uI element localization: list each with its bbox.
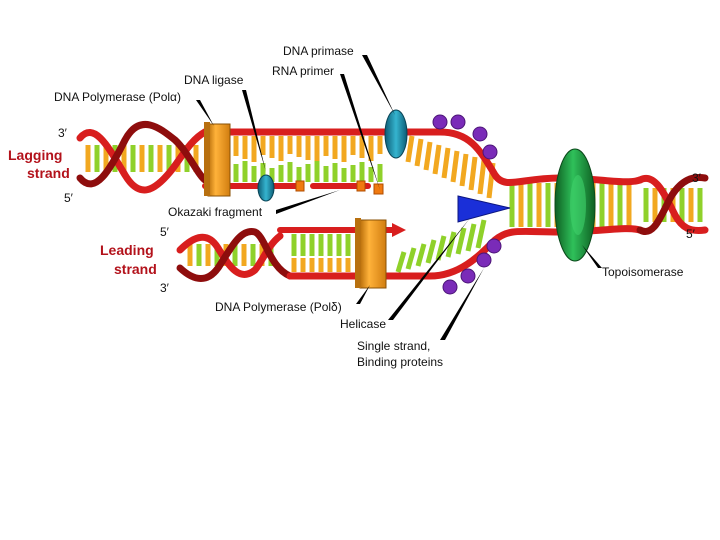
dna-polymerase-delta [355, 218, 387, 289]
label-dna-ligase: DNA ligase [184, 73, 244, 87]
leader-dna-ligase [242, 90, 266, 172]
leading-strand-label-line1: Leading [100, 242, 154, 258]
base-pair [475, 219, 487, 249]
leader-polymerase-alpha [196, 100, 214, 126]
lagging-strand-label-line2: strand [27, 165, 70, 181]
label-rna-primer: RNA primer [272, 64, 334, 78]
base-pair [468, 156, 478, 191]
rna-primer-mark [356, 180, 366, 192]
base-pair [465, 223, 477, 252]
base-pair [405, 247, 417, 270]
ssb-protein [460, 268, 476, 284]
leader-helicase [388, 218, 470, 320]
lagging-bottom-end: 5′ [64, 191, 74, 205]
ssb-protein [482, 144, 498, 160]
leader-rna-primer [340, 74, 380, 190]
labels: DNA primase RNA primer DNA ligase DNA Po… [8, 44, 702, 369]
parent-top-end: 3′ [692, 171, 702, 185]
lagging-strand-label-line1: Lagging [8, 147, 62, 163]
label-helicase: Helicase [340, 317, 386, 331]
base-pair [432, 144, 442, 175]
rna-primer-mark [295, 180, 305, 192]
leading-helix-strand-b [176, 228, 294, 282]
base-pair [450, 150, 460, 183]
base-pair [423, 141, 433, 171]
base-pair [441, 147, 451, 179]
base-pair [455, 227, 467, 255]
label-topoisomerase: Topoisomerase [602, 265, 684, 279]
lagging-top-end: 3′ [58, 126, 68, 140]
base-pair [405, 135, 415, 163]
lagging-parent-strand [201, 128, 644, 186]
dna-primase [384, 109, 408, 159]
leader-dna-primase [362, 55, 395, 115]
dna-ligase [257, 174, 275, 202]
ssb-protein [486, 238, 502, 254]
topoisomerase [554, 148, 596, 262]
helicase [457, 195, 511, 223]
parent-bottom-end: 5′ [686, 227, 696, 241]
leading-top-end: 5′ [160, 225, 170, 239]
dna-polymerase-alpha [204, 122, 231, 197]
leading-parent-strand [286, 225, 644, 280]
ssb-protein [432, 114, 448, 130]
ssb-protein [442, 279, 458, 295]
leading-strand-label-line2: strand [114, 261, 157, 277]
leading-bottom-end: 3′ [160, 281, 170, 295]
leading-strand-arrow [392, 223, 406, 237]
base-pair [459, 153, 469, 187]
base-pair [435, 235, 447, 261]
ssb-protein [476, 252, 492, 268]
ssb-proteins [432, 114, 502, 295]
base-pair [445, 231, 457, 258]
leader-topoisomerase [582, 245, 602, 268]
label-dna-polymerase-alpha: DNA Polymerase (Polα) [54, 90, 181, 104]
lagging-helix-strand-b [76, 121, 209, 188]
base-pair [414, 138, 424, 167]
parent-helix-strand-b [636, 174, 709, 235]
label-ssb-line2: Binding proteins [357, 355, 443, 369]
label-dna-polymerase-delta: DNA Polymerase (Polδ) [215, 300, 342, 314]
ssb-protein [450, 114, 466, 130]
base-pair [415, 243, 427, 267]
leader-ssb [440, 268, 484, 340]
label-ssb-line1: Single strand, [357, 339, 430, 353]
parent-helix-strand-a [636, 174, 709, 234]
leader-okazaki [276, 190, 340, 214]
base-pair [425, 239, 437, 264]
leader-lines [196, 55, 602, 340]
leader-polymerase-delta [356, 285, 370, 304]
rna-primers [295, 180, 384, 195]
label-okazaki-fragment: Okazaki fragment [168, 205, 263, 219]
rna-primer-mark [373, 183, 384, 195]
base-pair [395, 251, 407, 273]
label-dna-primase: DNA primase [283, 44, 354, 58]
ssb-protein [472, 126, 488, 142]
base-pair [477, 159, 487, 195]
sugar-phosphate-backbones [76, 121, 709, 282]
